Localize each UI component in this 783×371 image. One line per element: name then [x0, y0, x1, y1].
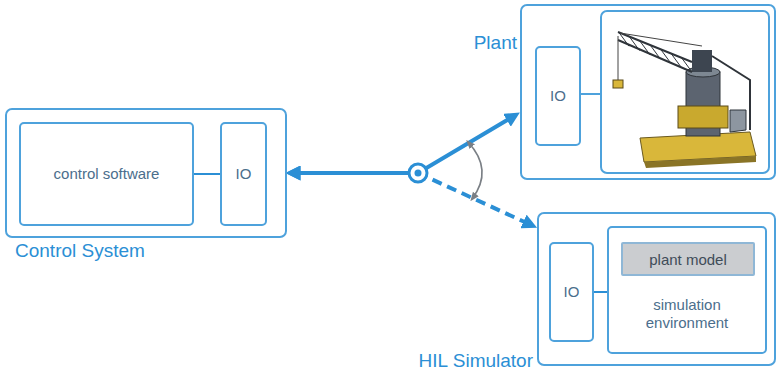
model-box: plant model	[621, 242, 755, 276]
text-block: Control System	[15, 240, 145, 262]
box-label: IO	[236, 165, 252, 183]
text-block: control software	[21, 124, 192, 224]
connector	[290, 115, 516, 173]
text-block: plant model	[623, 244, 753, 274]
text-block: IO	[222, 124, 265, 224]
plant-box: IOPlant	[520, 4, 776, 180]
environment-box: plant model simulation environment	[607, 226, 767, 354]
switch-pivot	[409, 164, 427, 182]
io-box: IO	[220, 122, 267, 226]
box-heading: Control System	[15, 240, 145, 262]
toggle-arc	[468, 142, 482, 199]
system-box: control softwareIOControl System	[5, 108, 287, 238]
io-wire	[579, 93, 600, 95]
box-heading: Plant	[474, 32, 517, 54]
switch-dot	[415, 170, 422, 177]
text-block: HIL Simulator	[419, 350, 533, 371]
plant-illustration	[600, 10, 770, 174]
box-label: IO	[550, 87, 566, 105]
text-block: Plant	[474, 32, 517, 54]
io-box: IO	[549, 242, 594, 342]
text-block: simulation environment	[609, 282, 765, 346]
connector	[594, 291, 607, 293]
box-label: simulation environment	[619, 296, 755, 332]
box-heading: HIL Simulator	[419, 350, 533, 371]
text-block: IO	[551, 244, 592, 340]
io-box: IO	[535, 46, 581, 146]
box-label: control software	[54, 165, 160, 183]
text-block: IO	[537, 48, 579, 144]
software-box: control software	[19, 122, 194, 226]
simulator-box: IOplant modelsimulation environmentHIL S…	[537, 212, 776, 366]
connector	[194, 173, 220, 175]
box-label: plant model	[649, 251, 727, 268]
box-label: IO	[564, 283, 580, 301]
